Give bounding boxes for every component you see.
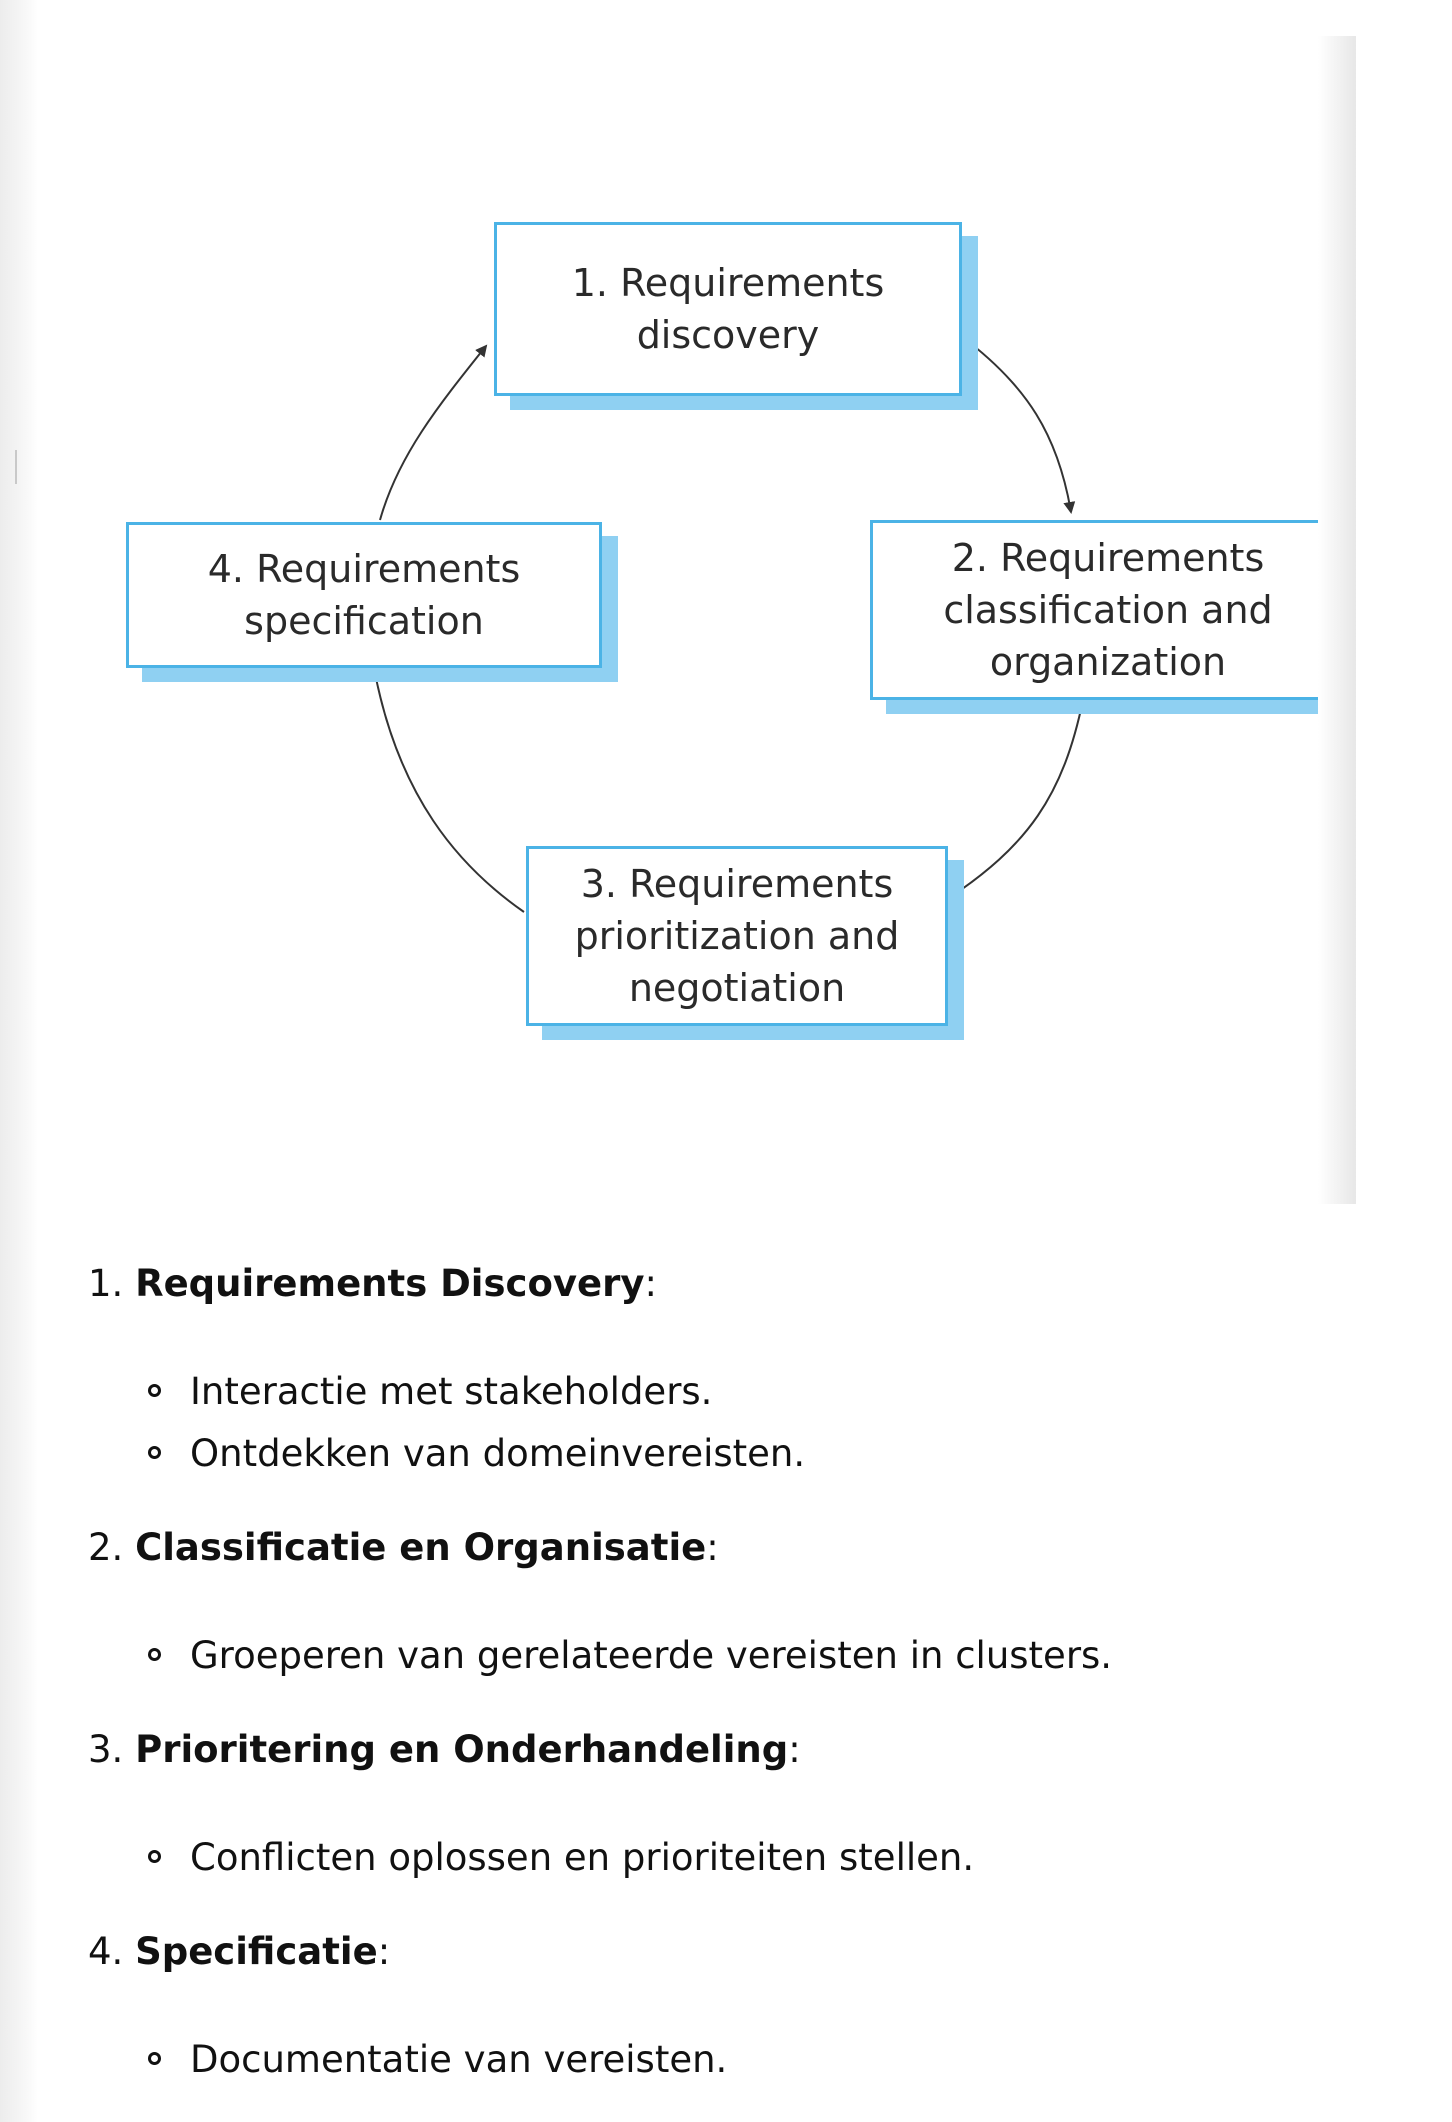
arrow-discovery-to-classification (960, 335, 1076, 514)
hollow-bullet-icon (148, 2052, 161, 2065)
list-item-number: 4. (88, 1930, 124, 1973)
list-item-1-heading: 1. Requirements Discovery: (88, 1262, 657, 1305)
hollow-bullet-icon (148, 1648, 161, 1661)
step-label-prioritization: 3. Requirements prioritization and negot… (574, 862, 900, 1010)
requirements-process-diagram: 1. Requirements discovery 2. Requirement… (38, 36, 1356, 1204)
list-item-1-point-1: Interactie met stakeholders. (148, 1370, 713, 1413)
list-item-title: Classificatie en Organisatie (135, 1526, 707, 1569)
list-item-2-heading: 2. Classificatie en Organisatie: (88, 1526, 719, 1569)
arrow-classification-to-prioritization (944, 699, 1084, 902)
list-item-number: 1. (88, 1262, 124, 1305)
step-label-classification: 2. Requirements classification and organ… (943, 536, 1273, 684)
step-label-discovery: 1. Requirements discovery (571, 261, 885, 357)
list-item-4-heading: 4. Specificatie: (88, 1930, 390, 1973)
list-item-title: Requirements Discovery (135, 1262, 645, 1305)
point-text: Conflicten oplossen en prioriteiten stel… (190, 1836, 975, 1879)
point-text: Ontdekken van domeinvereisten. (190, 1432, 806, 1475)
list-item-4-point-1: Documentatie van vereisten. (148, 2038, 728, 2081)
point-text: Interactie met stakeholders. (190, 1370, 713, 1413)
list-item-colon: : (706, 1526, 719, 1569)
arrow-specification-to-discovery (379, 344, 488, 521)
step-label-specification: 4. Requirements specification (207, 547, 521, 643)
hollow-bullet-icon (148, 1850, 161, 1863)
point-text: Groeperen van gerelateerde vereisten in … (190, 1634, 1113, 1677)
step-box-prioritization: 3. Requirements prioritization and negot… (526, 846, 948, 1026)
list-item-colon: : (644, 1262, 657, 1305)
cycle-arrows (369, 335, 1084, 913)
step-box-specification: 4. Requirements specification (126, 522, 602, 668)
list-item-3-point-1: Conflicten oplossen en prioriteiten stel… (148, 1836, 975, 1879)
list-item-colon: : (377, 1930, 391, 1973)
list-item-3-heading: 3. Prioritering en Onderhandeling: (88, 1728, 801, 1771)
list-item-title: Prioritering en Onderhandeling (135, 1728, 789, 1771)
list-item-number: 2. (88, 1526, 124, 1569)
text-cursor (15, 450, 17, 484)
list-item-number: 3. (88, 1728, 124, 1771)
list-item-colon: : (788, 1728, 801, 1771)
step-box-classification: 2. Requirements classification and organ… (870, 520, 1346, 700)
point-text: Documentatie van vereisten. (190, 2038, 728, 2081)
figure-edge-shadow (1318, 36, 1356, 1204)
list-item-1-point-2: Ontdekken van domeinvereisten. (148, 1432, 806, 1475)
hollow-bullet-icon (148, 1384, 161, 1397)
hollow-bullet-icon (148, 1446, 161, 1459)
list-item-title: Specificatie (135, 1930, 378, 1973)
left-gutter (0, 0, 38, 2122)
step-box-discovery: 1. Requirements discovery (494, 222, 962, 396)
arrow-prioritization-to-specification (369, 666, 525, 913)
list-item-2-point-1: Groeperen van gerelateerde vereisten in … (148, 1634, 1113, 1677)
